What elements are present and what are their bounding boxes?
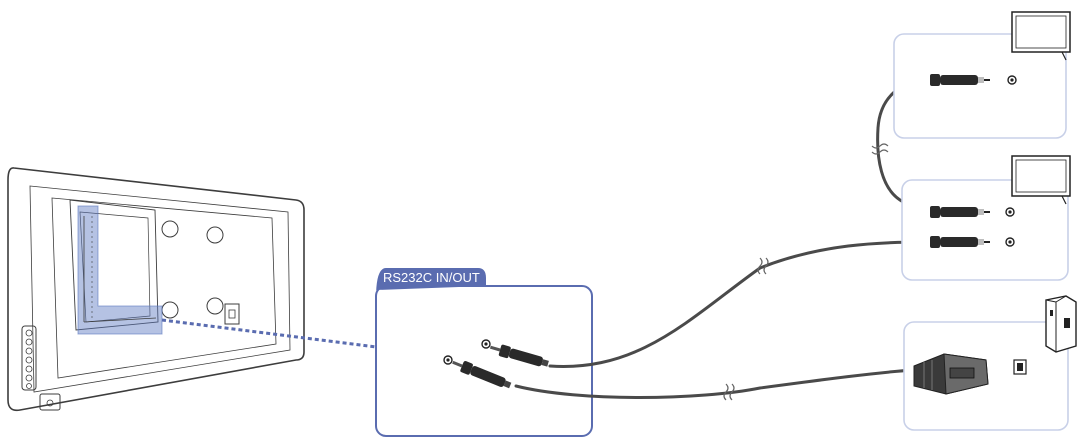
device-box-monitor-2 [901,155,1071,281]
cable-break-icon [723,383,735,401]
stereo-jack-plug-icon [489,344,549,367]
jack-socket [1005,207,1015,217]
dashed-link [161,318,377,349]
cable-break-icon [871,143,889,155]
rs232c-port-box: RS232C IN/OUT [375,268,593,437]
stereo-jack-plug-icon [452,360,512,389]
stereo-jack-plug-icon [930,74,990,86]
port-label: RS232C IN/OUT [383,270,480,285]
jack-socket [1005,237,1015,247]
jack-socket-in [481,339,491,349]
device-box-pc [903,295,1077,431]
d-sub-connector-icon [913,353,989,395]
device-box-monitor-1 [893,11,1071,139]
pc-tower-icon [1045,295,1077,353]
d-sub-port-icon [1013,359,1027,375]
cable-break-icon [757,257,769,275]
jack-socket [1007,75,1017,85]
cable-to-pc [514,368,916,399]
stereo-jack-plug-icon [930,236,990,248]
side-button-column [21,325,37,391]
jack-socket-out [443,355,453,365]
monitor-icon [1011,11,1071,61]
cable-to-monitor-2 [548,240,928,368]
stereo-jack-plug-icon [930,206,990,218]
display-back-panel [7,167,305,412]
monitor-icon [1011,155,1071,205]
port-area-highlight [77,205,163,335]
